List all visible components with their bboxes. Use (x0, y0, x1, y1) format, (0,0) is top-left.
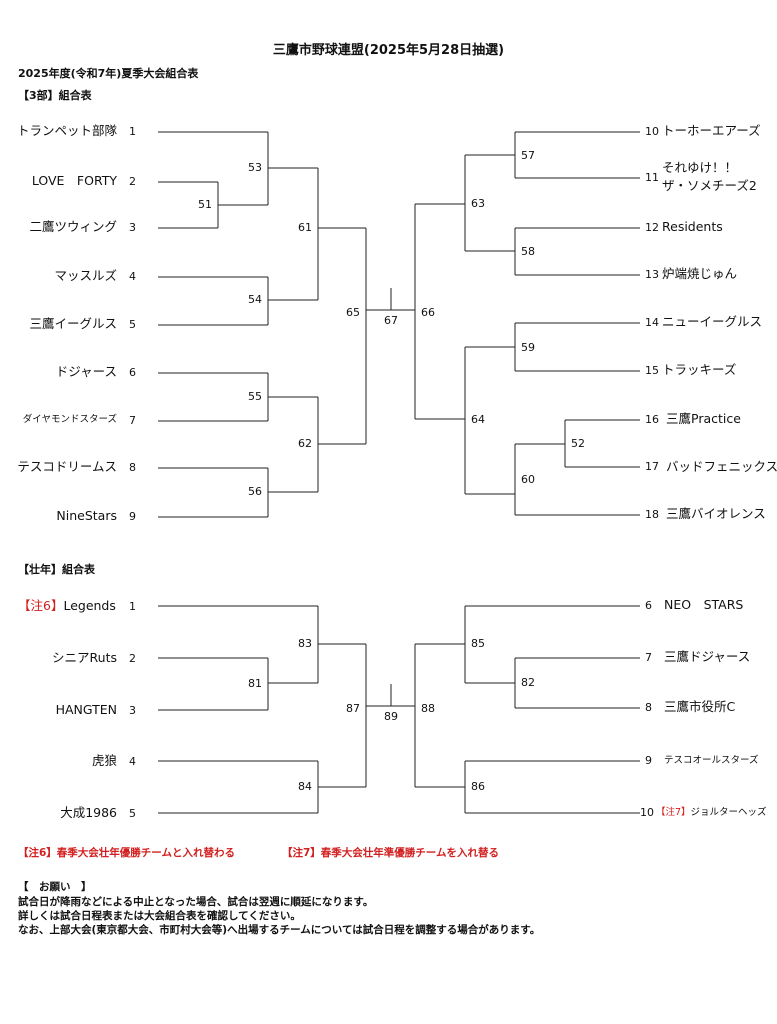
team-seed: 6 (129, 366, 136, 379)
team-seed: 11 (645, 171, 659, 184)
team-name: 三鷹Practice (666, 411, 741, 426)
request-line: 詳しくは試合日程表または大会組合表を確認してください。 (18, 910, 301, 922)
team-seed: 7 (129, 414, 136, 427)
match-number: 65 (346, 306, 360, 319)
match-number: 64 (471, 413, 485, 426)
team-seed: 4 (129, 270, 136, 283)
team-entry: 【注6】Legends (18, 598, 116, 613)
match-number: 61 (298, 221, 312, 234)
team-seed: 9 (645, 754, 652, 767)
team-name: それゆけ！！ (662, 160, 738, 175)
section2-heading: 【壮年】組合表 (18, 563, 95, 576)
match-number: 54 (248, 293, 262, 306)
team-seed: 17 (645, 460, 659, 473)
team-name: ジョルターヘッズ (690, 807, 767, 818)
match-number: 57 (521, 149, 535, 162)
match-number: 83 (298, 637, 312, 650)
team-seed: 6 (645, 599, 652, 612)
team-seed: 2 (129, 175, 136, 188)
match-number: 58 (521, 245, 535, 258)
team-name-line2: ザ・ソメチーズ2 (662, 178, 757, 193)
team-seed: 3 (129, 221, 136, 234)
match-number: 51 (198, 198, 212, 211)
team-name: トラッキーズ (662, 362, 737, 377)
footnote-note6: 【注6】春季大会壮年優勝チームと入れ替わる (18, 847, 235, 859)
team-name: 三鷹ドジャース (664, 649, 751, 664)
match-number: 63 (471, 197, 485, 210)
match-number: 67 (384, 314, 398, 327)
match-number: 60 (521, 473, 535, 486)
team-name: バッドフェニックス (666, 459, 777, 474)
match-number: 59 (521, 341, 535, 354)
match-number: 62 (298, 437, 312, 450)
match-number: 56 (248, 485, 262, 498)
team-seed: 10 (645, 125, 659, 138)
request-line: なお、上部大会(東京都大会、市町村大会等)へ出場するチームについては試合日程を調… (18, 924, 541, 936)
match-number: 81 (248, 677, 262, 690)
team-name: テスコオールスターズ (664, 755, 759, 766)
team-name: 炉端焼じゅん (662, 266, 738, 281)
team-name: NEO STARS (664, 597, 744, 612)
match-number: 86 (471, 780, 485, 793)
team-name: 三鷹バイオレンス (666, 506, 766, 521)
team-seed: 10 (640, 806, 654, 819)
team-seed: 15 (645, 364, 659, 377)
team-seed: 18 (645, 508, 659, 521)
match-number: 84 (298, 780, 312, 793)
match-number: 52 (571, 437, 585, 450)
page-subtitle: 2025年度(令和7年)夏季大会組合表 (18, 67, 199, 80)
match-number: 89 (384, 710, 398, 723)
request-heading: 【 お願い 】 (18, 881, 92, 893)
match-number: 82 (521, 676, 535, 689)
team-seed: 1 (129, 125, 136, 138)
team-seed: 12 (645, 221, 659, 234)
match-number: 87 (346, 702, 360, 715)
team-name: 二鷹ツウィング (29, 219, 117, 234)
team-entry: 【注7】ジョルターヘッズ (656, 808, 767, 818)
team-name: LOVE FORTY (31, 173, 117, 188)
match-number: 53 (248, 161, 262, 174)
footnote-note7: 【注7】春季大会壮年準優勝チームを入れ替る (282, 847, 499, 859)
page-title: 三鷹市野球連盟(2025年5月28日抽選) (272, 43, 505, 58)
team-seed: 5 (129, 807, 136, 820)
match-number: 88 (421, 702, 435, 715)
team-seed: 8 (645, 701, 652, 714)
team-name: トーホーエアーズ (662, 123, 761, 138)
team-name: NineStars (56, 508, 117, 523)
team-name: ドジャース (55, 364, 117, 379)
match-number: 55 (248, 390, 262, 403)
team-seed: 7 (645, 651, 652, 664)
team-name: HANGTEN (55, 702, 117, 717)
team-seed: 4 (129, 755, 136, 768)
team-name: ダイヤモンドスターズ (22, 414, 117, 425)
section1-heading: 【3部】組合表 (18, 89, 92, 102)
note-marker: 【注7】 (656, 807, 691, 818)
team-seed: 8 (129, 461, 136, 474)
team-name: ニューイーグルス (662, 314, 763, 329)
team-name: 虎狼 (91, 753, 117, 768)
team-name: 大成1986 (60, 805, 117, 820)
match-number: 85 (471, 637, 485, 650)
team-name: 三鷹市役所C (664, 699, 736, 714)
team-name: マッスルズ (54, 268, 117, 283)
match-number: 66 (421, 306, 435, 319)
request-line: 試合日が降雨などによる中止となった場合、試合は翌週に順延になります。 (18, 896, 374, 908)
team-name: テスコドリームス (17, 459, 117, 474)
team-seed: 2 (129, 652, 136, 665)
team-seed: 14 (645, 316, 659, 329)
team-seed: 3 (129, 704, 136, 717)
team-seed: 5 (129, 318, 136, 331)
team-name: Residents (662, 219, 723, 234)
team-seed: 13 (645, 268, 659, 281)
team-seed: 1 (129, 600, 136, 613)
team-name: Legends (63, 598, 116, 613)
note-marker: 【注6】 (18, 598, 64, 613)
team-name: シニアRuts (52, 650, 117, 665)
team-seed: 9 (129, 510, 136, 523)
team-name: 三鷹イーグルス (29, 316, 117, 331)
team-seed: 16 (645, 413, 659, 426)
team-name: トランペット部隊 (16, 123, 117, 138)
